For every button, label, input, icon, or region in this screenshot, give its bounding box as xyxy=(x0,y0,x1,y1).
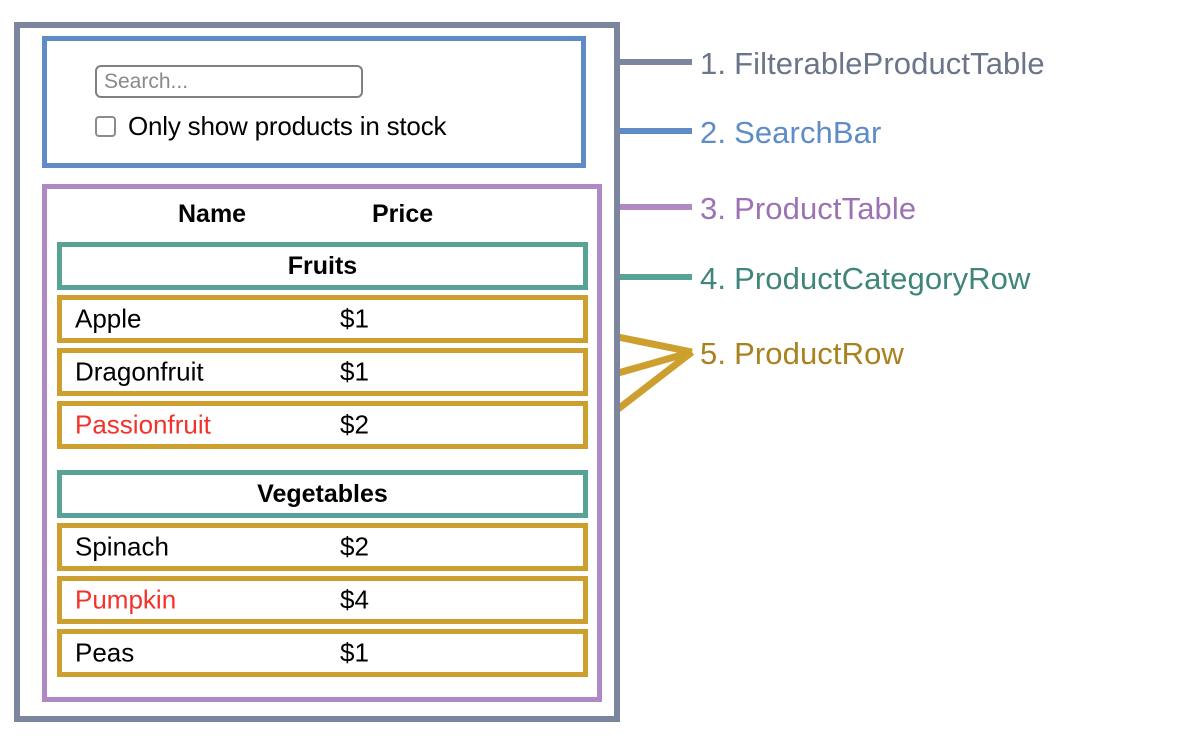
legend-item-search-bar: 2.SearchBar xyxy=(700,115,881,151)
product-category-label: Fruits xyxy=(287,251,358,280)
product-price: $4 xyxy=(340,584,369,615)
search-bar-frame: Search... Only show products in stock xyxy=(42,36,586,168)
column-header-name: Name xyxy=(178,200,247,228)
product-table-body: Fruits Apple $1 Dragonfruit $1 Passionfr… xyxy=(57,242,588,682)
product-row: Apple $1 xyxy=(57,295,588,343)
legend-item-filterable-product-table: 1.FilterableProductTable xyxy=(700,46,1045,82)
product-price: $2 xyxy=(340,409,369,440)
product-name: Peas xyxy=(75,637,135,668)
product-row: Peas $1 xyxy=(57,629,588,677)
only-in-stock-row[interactable]: Only show products in stock xyxy=(95,111,446,142)
product-row: Passionfruit $2 xyxy=(57,401,588,449)
product-name: Dragonfruit xyxy=(75,356,204,387)
product-row: Dragonfruit $1 xyxy=(57,348,588,396)
product-row: Pumpkin $4 xyxy=(57,576,588,624)
product-name: Apple xyxy=(75,303,142,334)
legend-label: FilterableProductTable xyxy=(734,46,1045,81)
column-header-price: Price xyxy=(372,200,434,228)
search-input[interactable]: Search... xyxy=(95,65,363,98)
product-name: Passionfruit xyxy=(75,409,211,440)
legend-number: 5. xyxy=(700,336,727,371)
product-name: Pumpkin xyxy=(75,584,177,615)
product-table-frame: Name Price Fruits Apple $1 Dragonfruit $… xyxy=(42,184,602,702)
product-name: Spinach xyxy=(75,531,169,562)
product-price: $1 xyxy=(340,356,369,387)
product-category-label: Vegetables xyxy=(257,479,388,508)
only-in-stock-label: Only show products in stock xyxy=(128,111,447,141)
product-row: Spinach $2 xyxy=(57,523,588,571)
product-table-header: Name Price xyxy=(47,200,597,232)
product-price: $2 xyxy=(340,531,369,562)
only-in-stock-checkbox[interactable] xyxy=(95,116,116,137)
product-price: $1 xyxy=(340,303,369,334)
product-category-row: Fruits xyxy=(57,242,588,290)
legend-item-product-table: 3.ProductTable xyxy=(700,191,916,227)
product-category-row: Vegetables xyxy=(57,470,588,518)
legend-label: SearchBar xyxy=(734,115,882,150)
legend-number: 4. xyxy=(700,261,727,296)
legend-number: 3. xyxy=(700,191,727,226)
section-spacer xyxy=(57,454,588,470)
legend-item-product-category-row: 4.ProductCategoryRow xyxy=(700,261,1031,297)
legend-number: 1. xyxy=(700,46,727,81)
legend-item-product-row: 5.ProductRow xyxy=(700,336,904,372)
legend-label: ProductRow xyxy=(734,336,904,371)
legend-label: ProductTable xyxy=(734,191,917,226)
legend-label: ProductCategoryRow xyxy=(734,261,1031,296)
product-price: $1 xyxy=(340,637,369,668)
legend-number: 2. xyxy=(700,115,727,150)
